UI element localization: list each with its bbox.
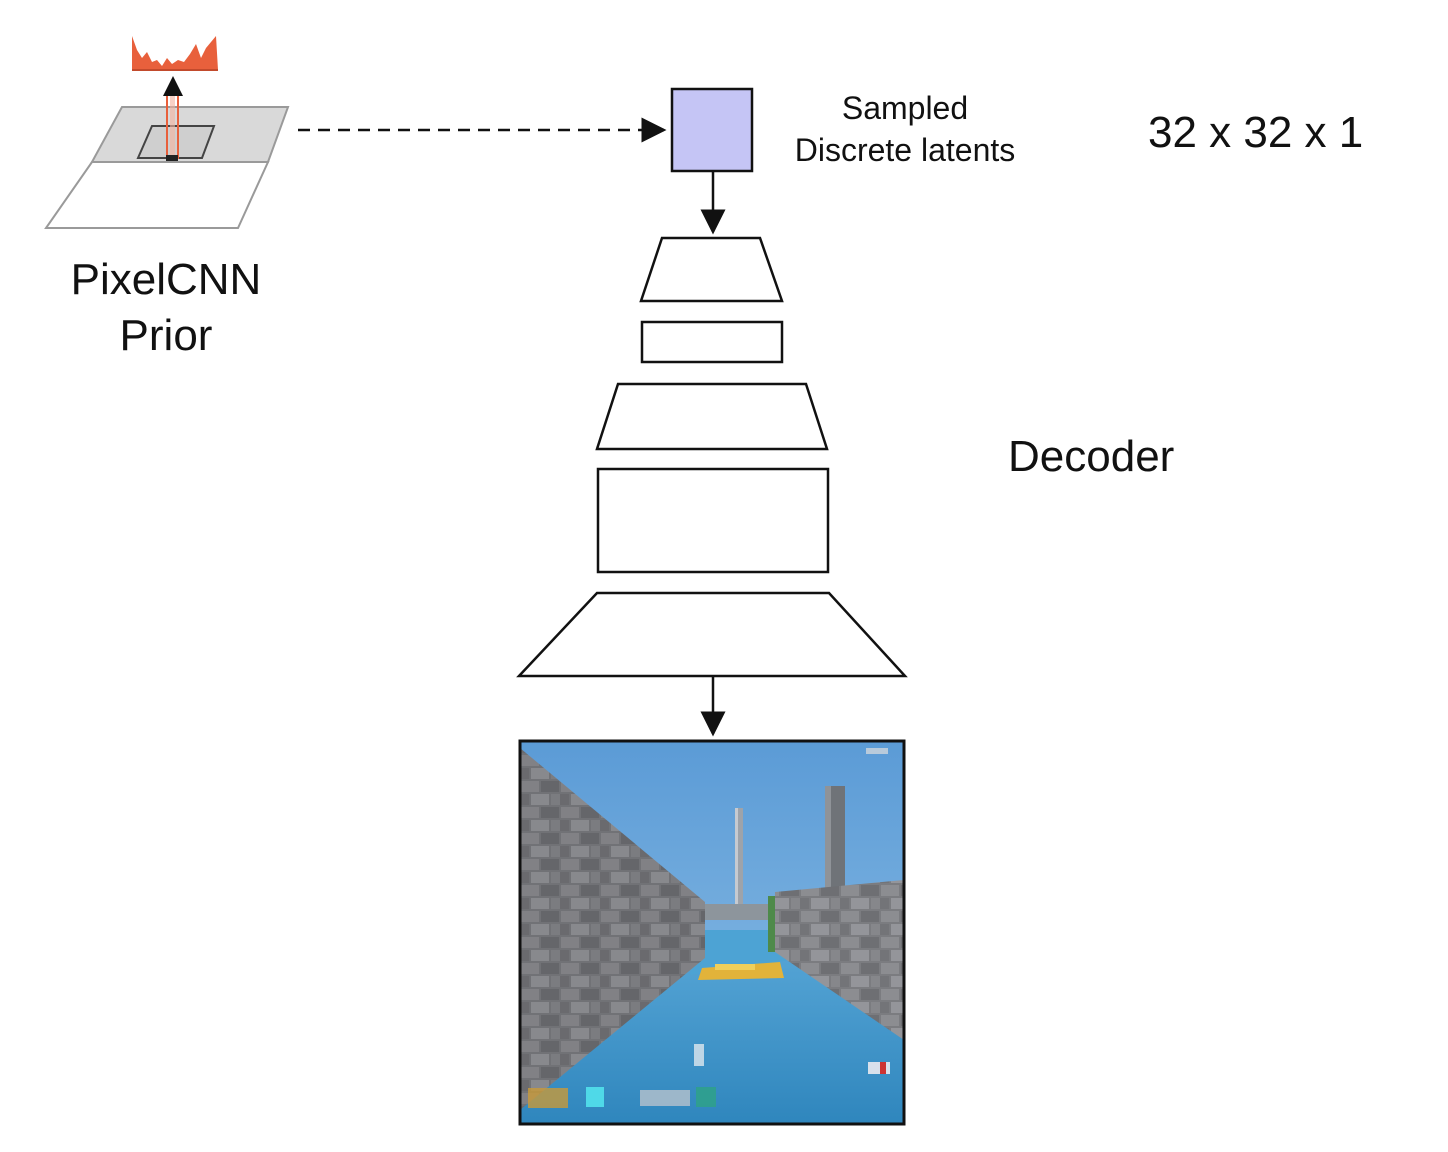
sampled-latents-label: Sampled Discrete latents — [770, 87, 1040, 171]
pixelcnn-prior-label: PixelCNN Prior — [40, 252, 292, 364]
prior-label-line2: Prior — [119, 311, 213, 360]
histogram-icon — [132, 36, 218, 70]
hud-item-1 — [528, 1088, 568, 1108]
latent-shape-label: 32 x 32 x 1 — [1148, 108, 1364, 157]
yellow-platform — [698, 962, 784, 980]
decoder-block-3 — [595, 382, 829, 451]
pixelcnn-prior-icon — [44, 36, 290, 229]
current-pixel — [166, 155, 178, 161]
pixelcnn-label-line1: PixelCNN — [70, 255, 262, 304]
hud-item-5 — [868, 1062, 890, 1074]
decoder-stack — [516, 236, 908, 678]
receptive-field-window — [136, 125, 216, 159]
decoder-block-4 — [596, 467, 830, 574]
sampled-label-line2: Discrete latents — [794, 132, 1016, 168]
output-image — [518, 739, 906, 1126]
decoder-block-2 — [640, 320, 784, 364]
hud-item-2 — [586, 1087, 604, 1107]
decoder-block-1 — [639, 236, 784, 303]
decoder-block-5 — [516, 591, 908, 678]
latent-plane — [44, 161, 270, 229]
tower-left — [735, 808, 743, 920]
hud-item-3 — [640, 1090, 690, 1106]
latent-box — [670, 87, 754, 173]
right-wall — [775, 880, 904, 1040]
hud-item-4 — [696, 1087, 716, 1107]
left-wall — [520, 748, 705, 1110]
sampled-label-line1: Sampled — [841, 90, 969, 126]
decoder-label: Decoder — [1008, 432, 1175, 481]
